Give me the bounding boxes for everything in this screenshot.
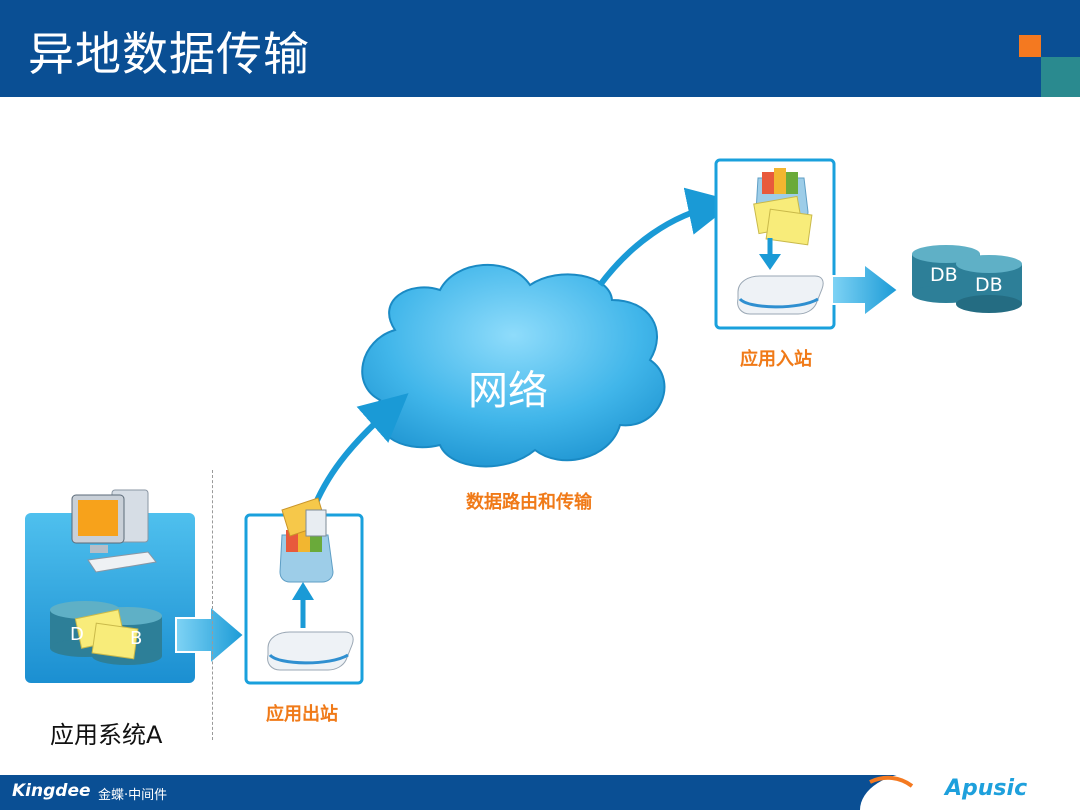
teal-square-decoration bbox=[1041, 57, 1080, 97]
notes-icon bbox=[74, 609, 139, 660]
kingdee-subtitle: 金蝶·中间件 bbox=[98, 788, 168, 803]
system-db-label-right: B bbox=[130, 628, 143, 649]
system-db-label-left: D bbox=[70, 624, 84, 645]
header-bar: 异地数据传输 bbox=[0, 0, 1080, 97]
orange-square-decoration bbox=[1019, 35, 1041, 57]
separator-line bbox=[212, 470, 213, 740]
routing-label: 数据路由和传输 bbox=[466, 492, 592, 513]
system-a-label: 应用系统A bbox=[50, 721, 163, 749]
computer-icon bbox=[71, 489, 157, 573]
kingdee-logo: Kingdee bbox=[12, 781, 91, 801]
network-label: 网络 bbox=[468, 368, 548, 414]
outbound-label: 应用出站 bbox=[266, 704, 338, 725]
outbound-box bbox=[244, 497, 364, 685]
inbound-label: 应用入站 bbox=[740, 349, 812, 370]
network-to-inbound-arrow bbox=[597, 187, 736, 287]
inbound-to-db-arrow bbox=[831, 261, 900, 319]
system-a-box bbox=[25, 489, 195, 683]
system-to-outbound-arrow bbox=[175, 603, 246, 667]
outbound-to-network-arrow bbox=[312, 393, 409, 507]
destination-db-icon bbox=[912, 245, 1022, 313]
page-title: 异地数据传输 bbox=[28, 27, 310, 81]
apusic-logo: Apusic bbox=[945, 776, 1028, 801]
inbound-box bbox=[714, 158, 836, 330]
db-label-right: DB bbox=[975, 274, 1003, 296]
footer-swoosh-decoration: Apusic bbox=[860, 772, 1080, 810]
db-label-left: DB bbox=[930, 264, 958, 286]
